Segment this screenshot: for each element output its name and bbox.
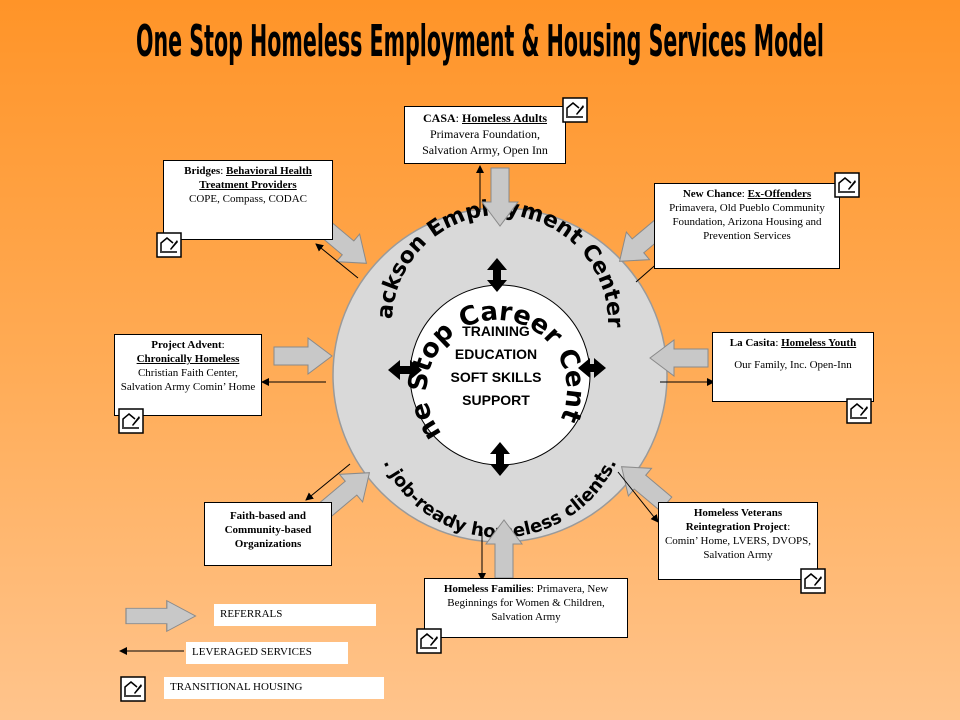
house-pen-icon: [118, 408, 144, 434]
node-faith: Faith-based and Community-based Organiza…: [204, 502, 332, 566]
node-veterans-providers: Comin’ Home, LVERS, DVOPS, Salvation Arm…: [664, 535, 812, 561]
leveraged-arrows: [261, 165, 715, 581]
node-families: Homeless Families: Primavera, New Beginn…: [424, 578, 628, 638]
node-bridges-focus: Behavioral Health Treatment Providers: [199, 165, 312, 191]
node-newchance-focus: Ex-Offenders: [747, 188, 812, 200]
house-pen-icon: [562, 97, 588, 123]
node-newchance-providers: Primavera, Old Pueblo Community Foundati…: [669, 202, 825, 242]
core-item-training: TRAINING: [462, 323, 530, 339]
center-arrow-top: [487, 258, 507, 292]
svg-text:One Stop Homeless Employment &: One Stop Homeless Employment & Housing S…: [136, 16, 824, 67]
node-lacasita-name: La Casita: [729, 337, 776, 349]
core-item-education: EDUCATION: [455, 346, 537, 362]
legend-referral-arrow: [125, 600, 197, 632]
node-lacasita-focus: Homeless Youth: [781, 337, 857, 349]
node-bridges: Bridges: Behavioral Health Treatment Pro…: [163, 160, 333, 240]
node-veterans: Homeless Veterans Reintegration Project:…: [658, 502, 818, 580]
leveraged-arrow-veterans: [617, 471, 659, 523]
house-pen-icon: [156, 232, 182, 258]
house-pen-icon: [120, 676, 146, 702]
house-pen-icon: [834, 172, 860, 198]
node-casa-providers: Primavera Foundation, Salvation Army, Op…: [422, 127, 548, 157]
node-casa-name: CASA: [422, 111, 456, 125]
core-item-support: SUPPORT: [462, 392, 530, 408]
legend-leveraged-label: LEVERAGED SERVICES: [186, 642, 348, 664]
node-lacasita: La Casita: Homeless Youth Our Family, In…: [712, 332, 874, 402]
center-arrow-right: [578, 358, 606, 378]
page-title: One Stop Homeless Employment & Housing S…: [136, 16, 824, 67]
house-pen-icon: [846, 398, 872, 424]
core-services: TRAINING EDUCATION SOFT SKILLS SUPPORT: [451, 323, 542, 408]
center-arrow-left: [388, 360, 422, 380]
node-bridges-providers: COPE, Compass, CODAC: [189, 193, 307, 205]
referral-arrow-advent: [273, 337, 333, 375]
node-families-providers: Primavera, New Beginnings for Women & Ch…: [447, 583, 609, 623]
house-pen-icon: [416, 628, 442, 654]
node-newchance-name: New Chance: [682, 188, 742, 200]
legend-referrals-label: REFERRALS: [214, 604, 376, 626]
node-families-name: Homeless Families: [443, 583, 531, 595]
node-advent-name: Project Advent: [151, 339, 222, 351]
leveraged-arrow-faith: [305, 463, 351, 501]
node-casa-focus: Homeless Adults: [462, 111, 548, 125]
node-lacasita-providers: Our Family, Inc. Open-Inn: [734, 359, 852, 371]
node-advent-providers: Christian Faith Center, Salvation Army C…: [120, 367, 256, 393]
center-arrows: [388, 258, 606, 476]
core-item-soft-skills: SOFT SKILLS: [451, 369, 542, 385]
node-bridges-name: Bridges: [184, 165, 221, 177]
leveraged-arrow-bridges: [315, 243, 359, 279]
node-newchance: New Chance: Ex-Offenders Primavera, Old …: [654, 183, 840, 269]
center-arrow-bottom: [490, 442, 510, 476]
node-casa: CASA: Homeless Adults Primavera Foundati…: [404, 106, 566, 164]
node-veterans-name: Homeless Veterans Reintegration Project: [685, 507, 788, 533]
house-pen-icon: [800, 568, 826, 594]
node-faith-name: Faith-based and Community-based Organiza…: [224, 510, 312, 550]
legend-housing-label: TRANSITIONAL HOUSING: [164, 677, 384, 699]
node-advent: Project Advent: Chronically Homeless Chr…: [114, 334, 262, 416]
node-advent-focus: Chronically Homeless: [136, 353, 240, 365]
